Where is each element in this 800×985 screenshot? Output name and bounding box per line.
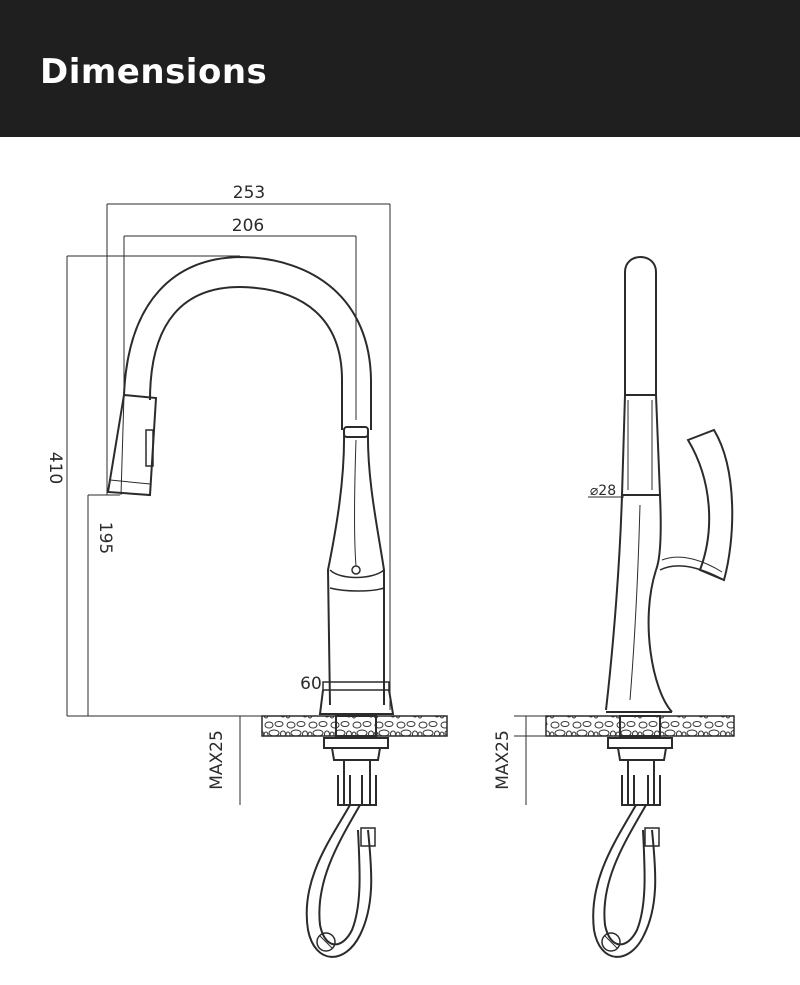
label-handle-diameter: ⌀28 (590, 483, 616, 499)
label-spout-reach: 206 (232, 216, 264, 236)
label-max-thickness-front: MAX25 (207, 730, 227, 790)
header-bar: Dimensions (0, 0, 800, 137)
side-mount (607, 715, 673, 806)
side-body (605, 494, 673, 713)
front-view: 253 206 410 195 (45, 183, 448, 958)
front-body (318, 426, 395, 715)
side-view: ⌀28 MAX25 (493, 256, 735, 958)
label-spout-height: 195 (95, 522, 115, 554)
dimension-206 (123, 235, 357, 420)
dimension-195 (87, 494, 120, 716)
side-countertop (545, 715, 735, 737)
front-hose (305, 804, 376, 958)
dimension-max25-front (230, 715, 262, 805)
dimension-410 (66, 255, 240, 716)
front-countertop (261, 715, 448, 737)
label-overall-height: 410 (45, 452, 65, 484)
page-title: Dimensions (40, 52, 268, 92)
front-spout (123, 255, 372, 430)
side-lever (659, 428, 734, 582)
side-neck (620, 256, 662, 496)
label-max-thickness-side: MAX25 (493, 730, 513, 790)
label-base-diameter: 60 (300, 674, 322, 694)
label-overall-width: 253 (233, 183, 265, 203)
dimension-253 (106, 203, 391, 710)
front-mount (323, 715, 389, 806)
dimension-max25-side (514, 715, 546, 805)
front-spray-head (106, 393, 158, 497)
side-hose (592, 804, 660, 958)
